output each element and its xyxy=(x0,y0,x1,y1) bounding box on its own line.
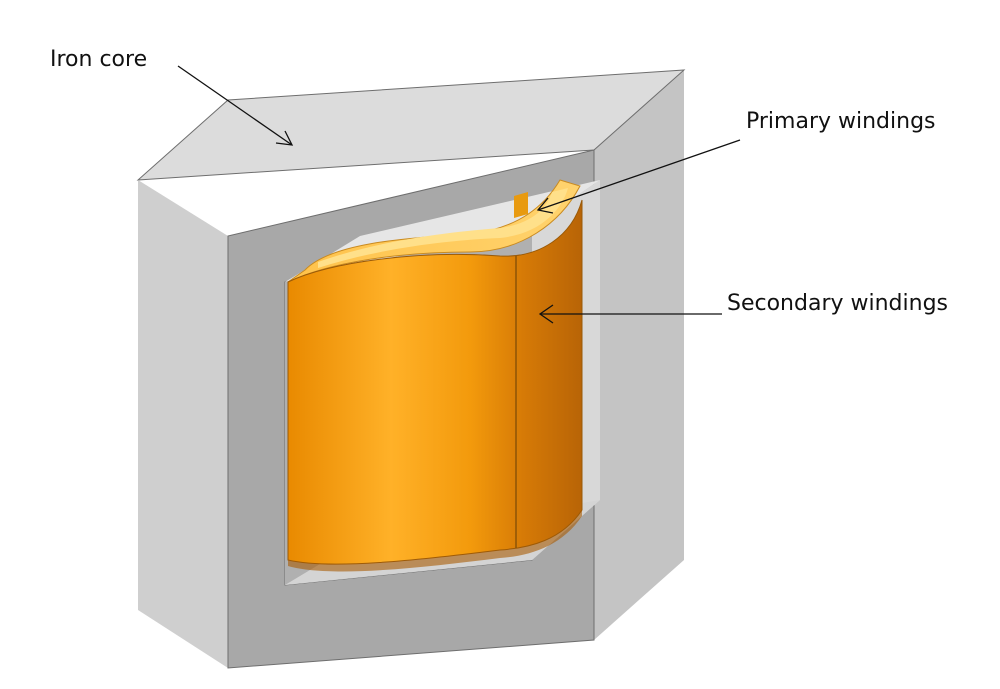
primary-winding-top xyxy=(318,188,568,268)
label-iron-core: Iron core xyxy=(50,47,147,72)
pointer-secondary-windings xyxy=(538,304,722,324)
label-primary-windings: Primary windings xyxy=(746,109,936,134)
core-top-face xyxy=(136,69,686,181)
winding-bottom-rim xyxy=(288,510,582,572)
winding-top-ring xyxy=(287,179,581,283)
primary-winding-inner-wall xyxy=(514,192,528,218)
core-left-face xyxy=(138,180,228,668)
pointer-iron-core xyxy=(177,65,294,146)
pointer-primary-windings xyxy=(536,139,741,214)
secondary-winding-body xyxy=(287,199,583,565)
core-side-face xyxy=(594,70,684,640)
label-secondary-windings: Secondary windings xyxy=(727,291,948,316)
